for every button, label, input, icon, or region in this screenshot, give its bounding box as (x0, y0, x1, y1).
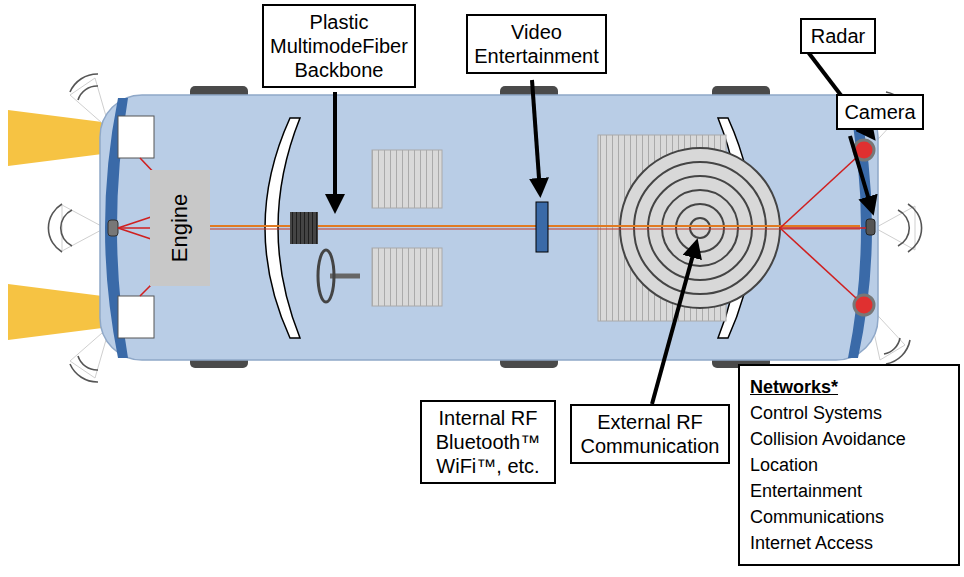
car-body (100, 95, 878, 360)
label-text: Entertainment (750, 478, 948, 504)
sensor-waves (62, 78, 915, 378)
label-text: Collision Avoidance (750, 426, 948, 452)
label-text: Communications (750, 504, 948, 530)
wave-arcs (48, 74, 921, 382)
callout-box: External RF Communication (570, 404, 730, 464)
rear-camera (866, 219, 875, 235)
front-seat (372, 150, 442, 208)
label-text: Internet Access (750, 530, 948, 556)
label-text: Video Entertainment (474, 20, 599, 68)
label-text: Radar (808, 24, 868, 48)
headlight (118, 296, 154, 338)
callout-box: Plastic MultimodeFiber Backbone (262, 4, 416, 88)
callout-box: Internal RF Bluetooth™ WiFi™, etc. (420, 400, 556, 484)
legend-panel: Networks*Control SystemsCollision Avoida… (738, 364, 960, 566)
sensor-wiring (118, 158, 866, 298)
callout-box: Video Entertainment (466, 14, 607, 74)
label-text: Camera (844, 100, 916, 124)
callout-box: Radar (800, 18, 876, 54)
callout-arrows (335, 52, 872, 404)
legend-heading: Networks* (750, 374, 948, 400)
label-text: Location (750, 452, 948, 478)
radar-sensor (854, 295, 874, 315)
label-text: Control Systems (750, 400, 948, 426)
engine-block: Engine (150, 170, 210, 286)
headlight (118, 116, 154, 158)
steering-wheel (318, 250, 334, 302)
rf-coil (620, 148, 780, 308)
video-screen (536, 202, 548, 252)
label-text: Plastic MultimodeFiber Backbone (270, 10, 408, 82)
label-text: Engine (167, 194, 193, 263)
front-seat (372, 248, 442, 306)
fiber-hub (290, 212, 318, 244)
label-text: Internal RF Bluetooth™ WiFi™, etc. (428, 406, 548, 478)
callout-box: Camera (836, 94, 924, 130)
label-text: External RF Communication (578, 410, 722, 458)
front-camera (108, 220, 118, 236)
